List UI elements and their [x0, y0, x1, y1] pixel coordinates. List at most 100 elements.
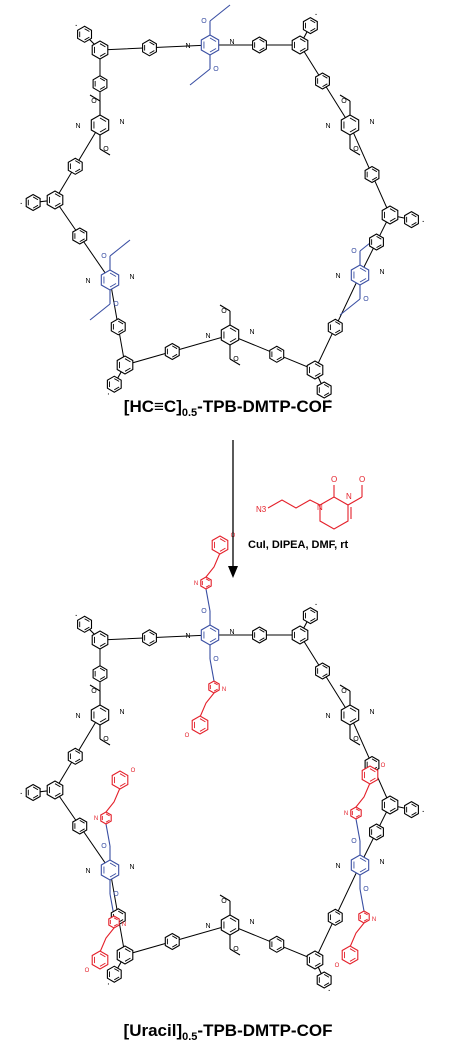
- ring-double-bond: [229, 338, 237, 343]
- ring-double-bond: [114, 378, 120, 382]
- atom-label: O: [91, 688, 97, 695]
- ring-double-bond: [114, 386, 120, 391]
- ring-double-bond: [276, 356, 282, 361]
- ring-double-bond: [149, 41, 155, 46]
- bond-line: [359, 888, 365, 912]
- ring-double-bond: [99, 676, 106, 680]
- ring-double-bond: [323, 384, 330, 388]
- atom-label: O: [221, 308, 227, 315]
- bottom-label-main: [Uracil]: [124, 1021, 183, 1040]
- bond-line: [109, 239, 131, 257]
- bond-line: [209, 658, 215, 682]
- atom-label: O: [363, 886, 369, 893]
- bond-line: [355, 818, 361, 842]
- atom-label: N: [75, 713, 80, 720]
- bond-line: [99, 738, 111, 746]
- atom-label: O: [113, 891, 119, 898]
- bottom-label-tail: -TPB-DMTP-COF: [197, 1021, 332, 1040]
- atom-label: N: [335, 273, 340, 280]
- ring-double-bond: [99, 953, 106, 958]
- ring-double-bond: [310, 609, 316, 614]
- ring-double-bond: [349, 707, 357, 712]
- ring-double-bond: [32, 196, 39, 201]
- ring-double-bond: [276, 946, 282, 951]
- ring-double-bond: [124, 948, 131, 953]
- atom-label: N: [369, 709, 374, 716]
- ring-double-bond: [199, 727, 206, 732]
- ring-double-bond: [54, 792, 61, 797]
- atom-label: ·: [20, 198, 23, 209]
- bond-line: [89, 303, 111, 321]
- ring-double-bond: [219, 547, 226, 552]
- bond-line: [349, 738, 361, 746]
- ring-double-bond: [32, 794, 39, 799]
- ring-double-bond: [209, 48, 217, 53]
- atom-label: N: [229, 39, 234, 46]
- ring-double-bond: [276, 938, 282, 942]
- ring-double-bond: [79, 820, 85, 824]
- ring-double-bond: [149, 50, 155, 54]
- ring-double-bond: [79, 238, 85, 242]
- bond-line: [349, 922, 365, 948]
- ring-double-bond: [335, 321, 341, 325]
- bond-line: [339, 298, 361, 316]
- bond-line: [349, 148, 361, 156]
- atom-label: N: [249, 919, 254, 926]
- ring-double-bond: [105, 813, 110, 817]
- ring-double-bond: [99, 117, 107, 122]
- bond-line: [205, 552, 221, 578]
- atom-label: O: [131, 768, 136, 774]
- ring-double-bond: [109, 283, 117, 288]
- bond-line: [105, 787, 121, 813]
- ring-double-bond: [172, 345, 178, 350]
- ring-double-bond: [113, 917, 118, 921]
- ring-double-bond: [219, 538, 226, 543]
- ring-double-bond: [369, 777, 376, 782]
- bottom-structure-label: [Uracil]0.5-TPB-DMTP-COF: [124, 1021, 333, 1043]
- atom-label: O: [201, 18, 207, 25]
- ring-double-bond: [84, 28, 90, 32]
- atom-label: ·: [314, 599, 317, 610]
- ring-double-bond: [310, 27, 316, 32]
- bond-line: [189, 68, 211, 86]
- atom-label: ·: [107, 979, 110, 990]
- bond-line: [199, 692, 215, 718]
- ring-double-bond: [209, 638, 217, 643]
- atom-labels: ······NNOONNOONNOONNOONNOONNOO······NNOO…: [20, 9, 425, 996]
- atom-label: ·: [422, 806, 425, 817]
- atom-label: O: [101, 843, 107, 850]
- ring-double-bond: [75, 758, 81, 763]
- ring-double-bond: [54, 193, 61, 198]
- ring-double-bond: [259, 39, 265, 43]
- atom-label: N: [205, 923, 210, 930]
- ring-double-bond: [359, 278, 367, 283]
- atom-label: O: [351, 838, 357, 845]
- atom-label: N: [379, 859, 384, 866]
- ring-double-bond: [359, 857, 367, 862]
- atom-label: N: [249, 329, 254, 336]
- reaction-arrow: [228, 440, 238, 578]
- ring-double-bond: [276, 348, 282, 352]
- ring-double-bond: [355, 814, 360, 818]
- ring-double-bond: [172, 353, 178, 358]
- ring-double-bond: [99, 633, 106, 638]
- atom-label: N: [185, 633, 190, 640]
- atom-label: O: [91, 98, 97, 105]
- ring-double-bond: [411, 812, 417, 816]
- atom-label: ·: [327, 985, 330, 996]
- reagent-azide-label: N3: [256, 505, 267, 514]
- ring-double-bond: [84, 36, 90, 41]
- atom-label: N: [119, 709, 124, 716]
- ring-double-bond: [119, 773, 126, 778]
- ring-double-bond: [172, 943, 178, 948]
- atom-label: N: [85, 278, 90, 285]
- atom-label: O: [353, 736, 359, 743]
- ring-double-bond: [323, 974, 330, 978]
- ring-double-bond: [109, 873, 117, 878]
- ring-double-bond: [75, 750, 81, 754]
- ring-double-bond: [359, 267, 367, 272]
- ring-double-bond: [105, 819, 110, 823]
- ring-double-bond: [259, 47, 265, 51]
- bond-line: [99, 148, 111, 156]
- ring-double-bond: [314, 372, 321, 377]
